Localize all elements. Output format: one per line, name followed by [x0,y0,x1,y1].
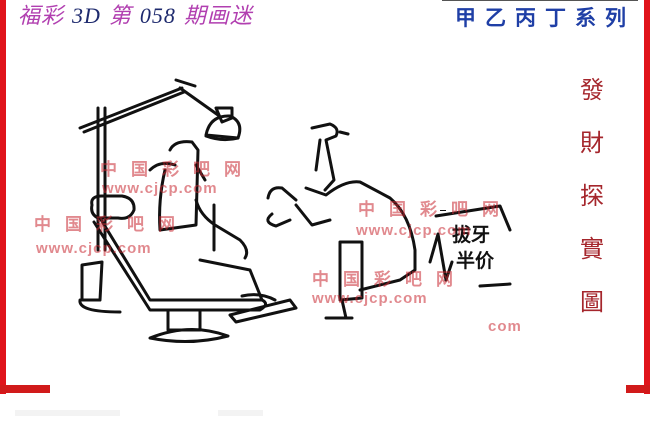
sign-text-line1: 拔牙 [452,224,491,246]
watermark-url: www.cjcp.com [356,222,472,239]
sign-text-line2: 半价 [456,250,495,272]
series-title: 甲乙丙丁系列 [455,6,635,30]
vertical-side-title: 發 財 探 實 圖 [572,64,612,329]
title-game: 3D [72,3,101,28]
issue-number: 058 [139,3,176,28]
watermark-cn: 中国彩吧网 [34,215,189,234]
side-title-char: 發 [580,76,604,104]
dentist [266,122,417,320]
footer-faint-strip [218,410,263,416]
sign-board [428,204,512,288]
watermark-cn: 中国彩吧网 [312,270,467,289]
frame-left-border [0,0,6,394]
series-title-box [442,0,638,4]
watermark-url: www.cjcp.com [102,180,218,197]
title-mid: 第 [100,4,140,29]
watermark-cn: 中国彩吧网 [358,200,513,219]
side-title-char: 圖 [580,288,604,316]
frame-left-bottom-corner [0,385,50,393]
side-title-char: 實 [580,235,604,263]
watermark-cn: 中国彩吧网 [100,160,255,179]
title-prefix: 福彩 [18,4,72,29]
frame-right-bottom-corner [626,385,650,393]
frame-right-border [644,0,650,394]
patient [148,140,277,302]
footer-faint-strip [15,410,120,416]
side-title-char: 財 [580,129,604,157]
title-suffix: 期画迷 [175,4,253,29]
watermark-url-tail: com [488,318,522,335]
side-title-char: 探 [580,182,604,210]
watermark-url: www.cjcp.com [312,290,428,307]
page-title: 福彩 3D 第 058 期画迷 [18,0,253,30]
watermark-url: www.cjcp.com [36,240,152,257]
